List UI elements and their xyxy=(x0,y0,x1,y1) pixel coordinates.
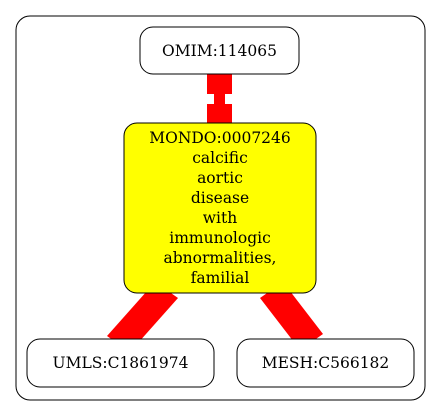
node-mondo[interactable]: MONDO:0007246 calcific aortic disease wi… xyxy=(123,122,317,294)
node-mondo-line-0: MONDO:0007246 xyxy=(149,129,291,147)
node-omim-label: OMIM:114065 xyxy=(162,42,277,60)
node-mondo-line-6: abnormalities, xyxy=(164,249,277,267)
node-mondo-line-1: calcific xyxy=(192,149,248,167)
node-mondo-line-5: immunologic xyxy=(169,229,271,247)
node-umls-label: UMLS:C1861974 xyxy=(53,354,189,372)
edge-mondo-umls xyxy=(107,282,178,352)
node-omim[interactable]: OMIM:114065 xyxy=(139,26,300,75)
node-mondo-line-7: familial xyxy=(191,269,250,287)
edge-mondo-mesh xyxy=(260,282,323,350)
node-mesh-label: MESH:C566182 xyxy=(262,354,390,372)
node-mondo-line-3: disease xyxy=(191,189,249,207)
node-umls[interactable]: UMLS:C1861974 xyxy=(26,338,215,388)
node-mesh[interactable]: MESH:C566182 xyxy=(236,338,415,388)
node-mondo-line-4: with xyxy=(203,209,237,227)
node-mondo-line-2: aortic xyxy=(197,169,243,187)
